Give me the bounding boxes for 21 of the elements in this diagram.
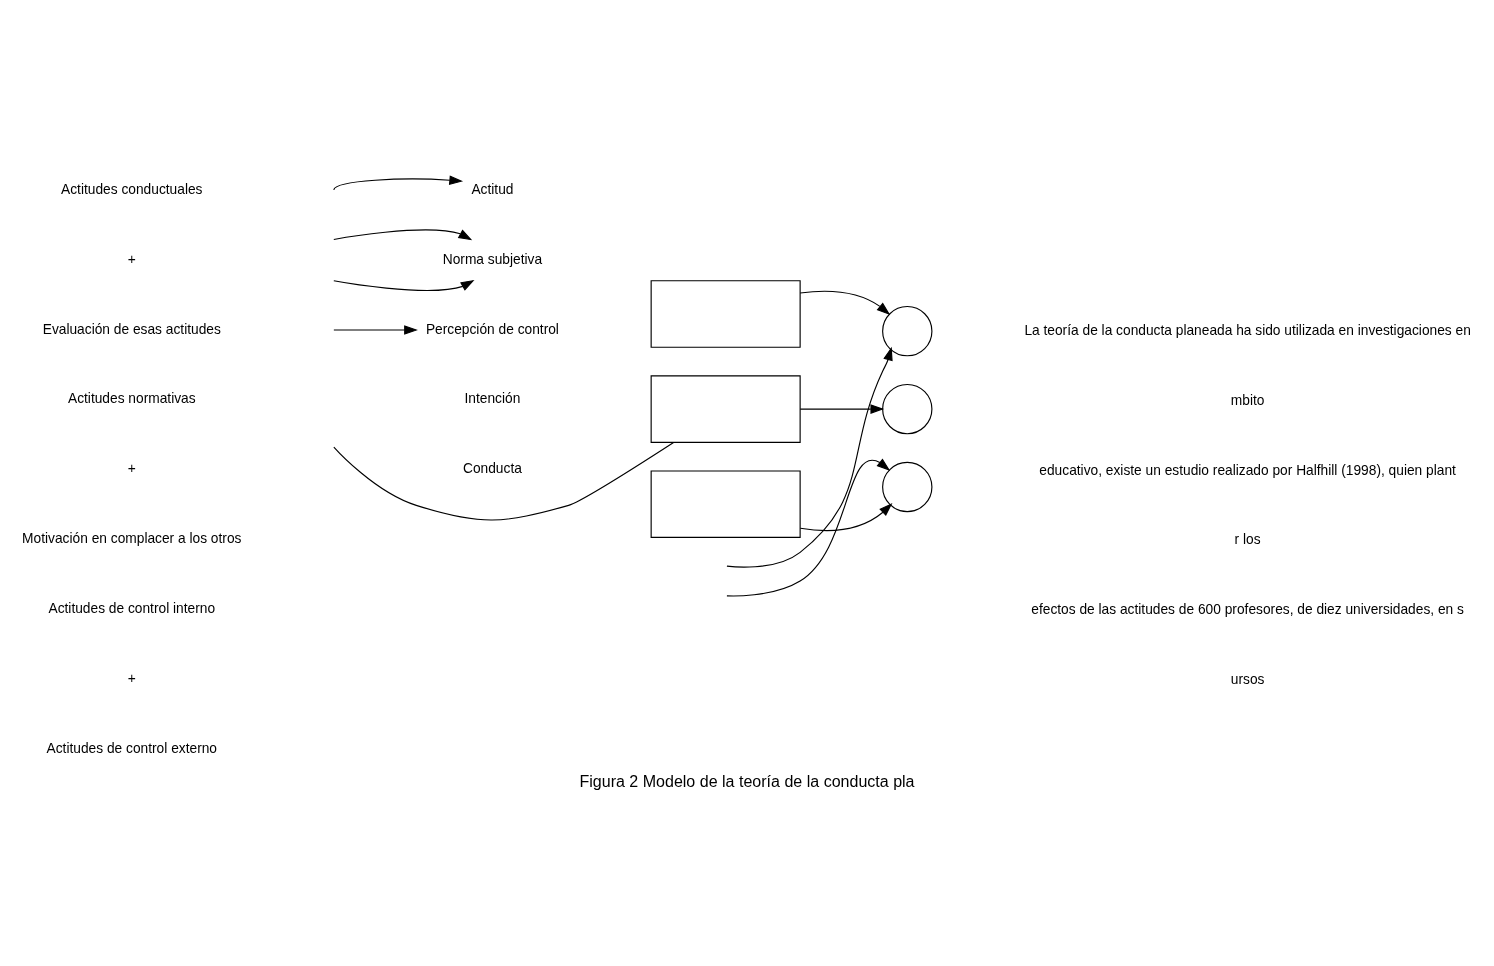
label: Intención — [464, 391, 521, 407]
label: educativo, existe un estudio realizado por Halfhill (1998), quien plant — [1039, 462, 1456, 478]
label: + — [127, 251, 136, 267]
label: mbito — [1230, 392, 1265, 408]
label: + — [127, 671, 136, 687]
label: Actitudes conductuales — [61, 181, 203, 197]
label: r los — [1234, 532, 1261, 548]
label: Actitudes de control interno — [48, 601, 216, 617]
caption: Figura 2 Modelo de la teoría de la conducta pla — [579, 772, 915, 791]
node-text: Norma subjetiva — [442, 251, 543, 267]
label: Motivación en complacer a los otros — [22, 531, 242, 547]
node-text: Percepción de control — [425, 321, 559, 337]
label: Conducta — [463, 461, 522, 477]
label: La teoría de la conducta planeada ha sido utilizada en investigaciones en — [1024, 322, 1471, 338]
label: Evaluación de esas actitudes — [42, 321, 221, 337]
label: + — [127, 461, 136, 477]
node-text: Actitud — [471, 181, 514, 197]
label: ursos — [1230, 672, 1265, 688]
label: efectos de las actitudes de 600 profesores, de diez universidades, en s — [1031, 602, 1464, 618]
label: Actitudes de control externo — [46, 740, 218, 756]
label: Actitudes normativas — [67, 391, 196, 407]
